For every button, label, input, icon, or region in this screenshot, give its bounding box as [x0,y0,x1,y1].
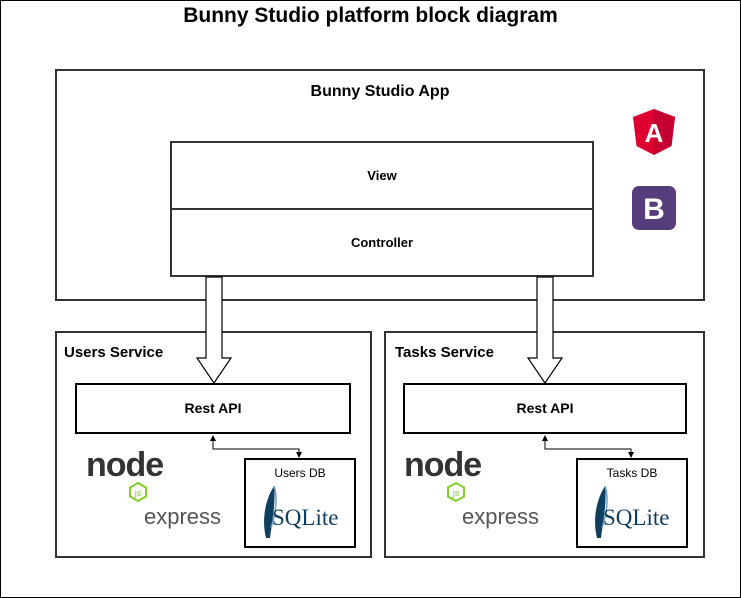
tasks-express-text: express [462,504,539,529]
users-js-text: js [134,488,142,498]
users-rest-api-label: Rest API [184,400,242,416]
angular-letter: A [645,118,664,148]
users-db-label: Users DB [274,466,326,480]
tasks-sqlite-icon: SQLite [595,485,669,538]
tasks-js-text: js [452,488,460,498]
app-title: Bunny Studio App [310,83,450,100]
angular-icon: A [633,109,675,155]
tasks-db-box: Tasks DB [576,458,688,548]
tasks-service-title: Tasks Service [395,344,494,361]
users-sqlite-icon: SQLite [264,485,338,538]
tasks-db-label: Tasks DB [606,466,658,480]
app-to-tasks-arrow [526,276,564,385]
view-label: View [367,168,397,183]
tasks-node-text: node [404,448,481,484]
users-express-text: express [144,504,221,529]
users-api-db-connector [212,440,300,454]
bootstrap-letter: B [643,193,665,226]
tasks-api-db-connector [544,440,632,454]
users-db-box: Users DB [244,458,356,548]
users-node-express-icon: node js express [86,448,221,529]
controller-label: Controller [350,235,414,250]
users-service-title: Users Service [64,344,164,361]
controller-box: Controller [170,208,594,277]
tasks-sqlite-text: SQLite [603,505,669,530]
tasks-node-express-icon: node js express [404,448,539,529]
diagram-title: Bunny Studio platform block diagram [183,4,558,27]
users-sqlite-text: SQLite [272,505,338,530]
users-rest-api-box: Rest API [75,383,351,434]
bootstrap-icon: B [632,186,676,230]
users-node-text: node [86,448,163,484]
app-to-users-arrow [195,276,233,385]
tasks-rest-api-label: Rest API [516,400,574,416]
